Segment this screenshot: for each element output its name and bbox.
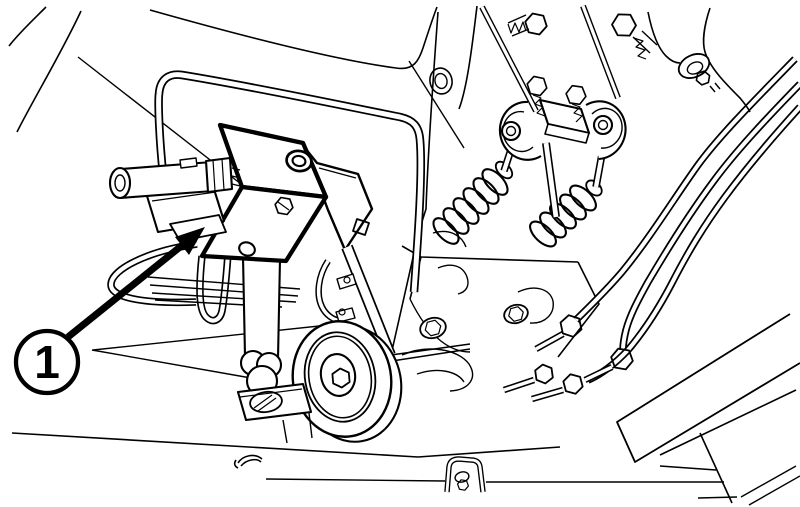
pulley-arm xyxy=(315,244,396,358)
clevis-pin xyxy=(592,114,614,136)
pulley-bracket xyxy=(236,382,313,444)
clip-left xyxy=(233,454,263,469)
tube-clamp xyxy=(336,273,357,290)
callout-1: 1 xyxy=(13,227,205,396)
grommet-hole xyxy=(429,67,453,95)
tube-fitting-hex xyxy=(532,363,556,385)
fitting-end-cap xyxy=(108,166,132,200)
hose-loops xyxy=(107,240,301,325)
washer xyxy=(677,53,711,79)
pushrods xyxy=(479,4,621,113)
tube-clamp xyxy=(335,307,356,323)
bracket-top-right xyxy=(647,7,751,113)
block-tab xyxy=(352,218,370,236)
callout-arrowhead xyxy=(175,227,205,255)
plate-bolt xyxy=(503,303,529,325)
body-panel-lines xyxy=(8,5,478,362)
block-port-hole xyxy=(238,241,256,257)
hydraulic-lines xyxy=(502,56,800,399)
pulley-hub xyxy=(319,353,357,397)
tube-fitting-hex xyxy=(561,373,585,395)
clip-center xyxy=(444,456,486,492)
hose-upper xyxy=(154,70,426,293)
clevis-pin xyxy=(500,120,522,142)
bracket-slot xyxy=(249,390,283,414)
clevis-links xyxy=(498,75,627,218)
bolt-hex xyxy=(612,14,637,36)
mount-plate xyxy=(401,230,600,392)
callout-circle xyxy=(13,328,81,396)
bolt-hex xyxy=(523,12,548,35)
plate-bolt xyxy=(419,316,447,340)
callout-number: 1 xyxy=(34,336,60,388)
pulley xyxy=(291,320,403,443)
actuator-cylinder xyxy=(239,256,283,398)
fitting-nut xyxy=(204,156,234,194)
top-bolts xyxy=(507,12,658,60)
bolt-hex xyxy=(565,85,587,105)
frame-beam xyxy=(616,313,800,506)
valve-block xyxy=(199,122,374,264)
frame-rails xyxy=(11,323,724,483)
inlet-fitting xyxy=(108,156,241,242)
callout-arrow-shaft xyxy=(65,240,188,340)
